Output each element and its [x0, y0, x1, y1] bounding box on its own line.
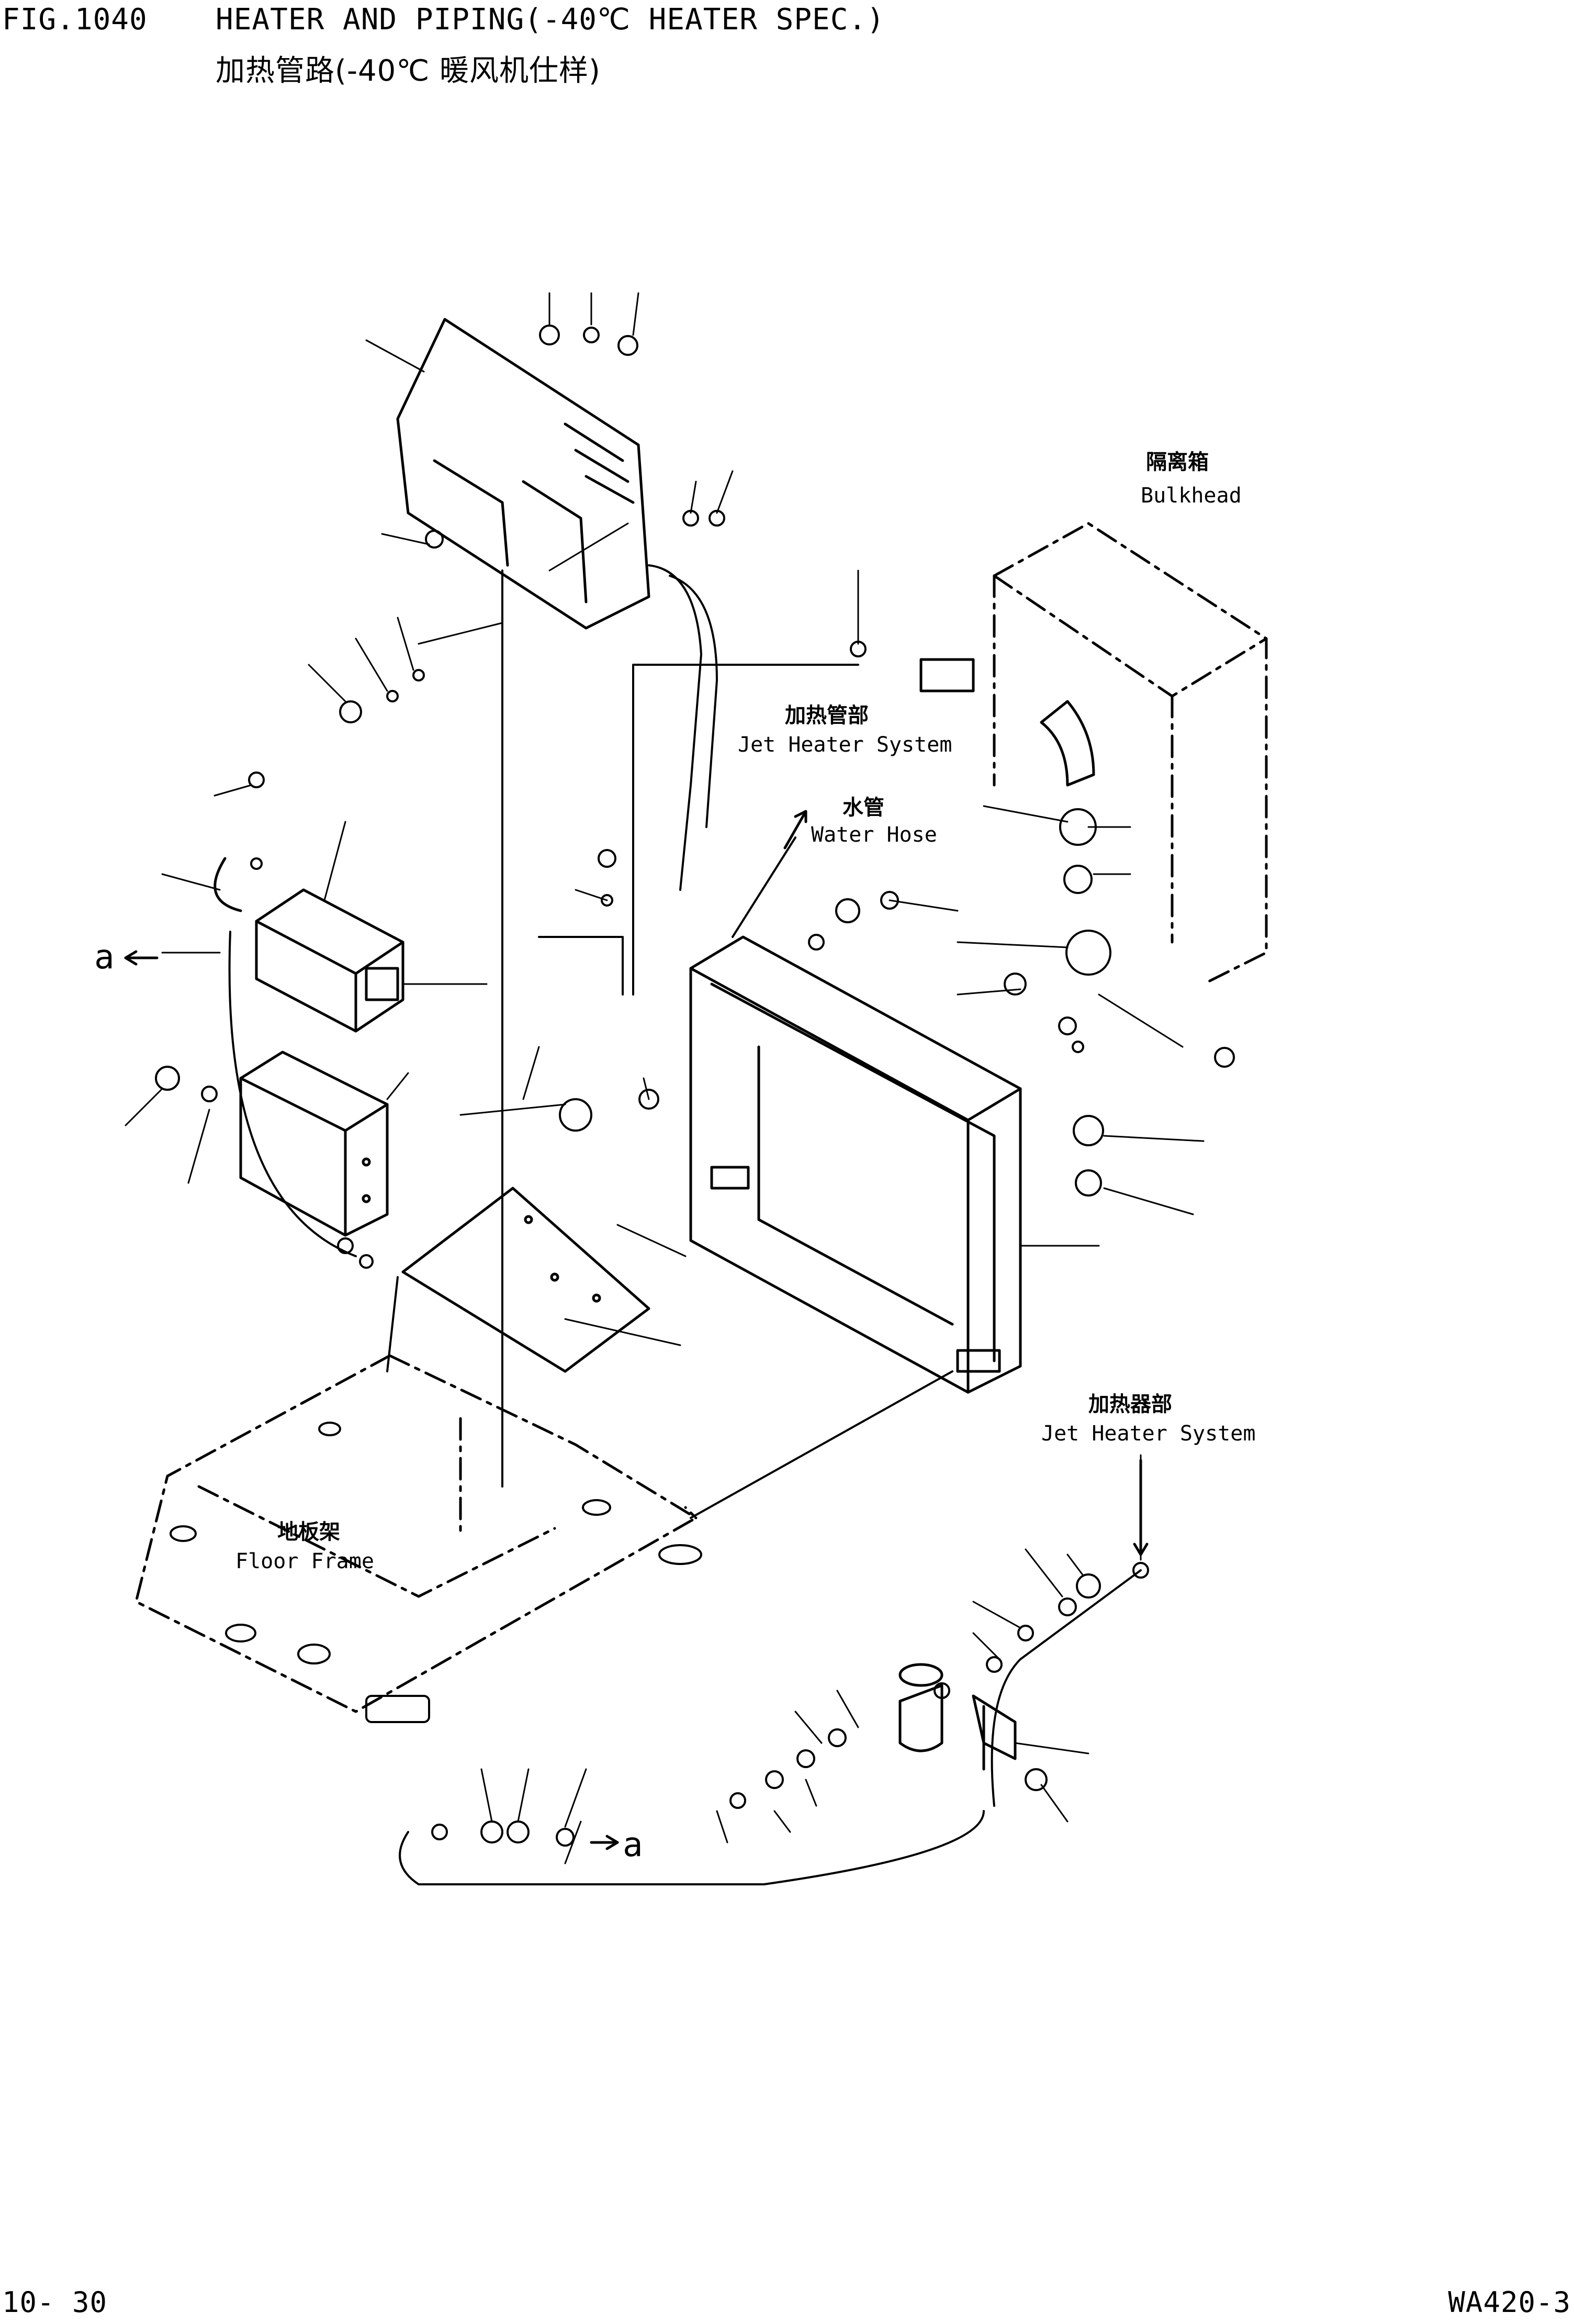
- bulkhead-label-zh: 隔离箱: [1146, 450, 1209, 474]
- hardware-parts: [155, 325, 1235, 1847]
- bulkhead-duct: [919, 658, 1095, 787]
- heater-core-frame: [689, 935, 1022, 1394]
- arrow-icon: [124, 810, 1149, 1850]
- bulkhead: [993, 522, 1268, 986]
- figure-number: FIG.1040: [2, 3, 148, 37]
- jet-heater-piping-label-en: Jet Heater System: [738, 733, 952, 757]
- water-hose-label-en: Water Hose: [811, 823, 937, 847]
- floor-frame: [134, 1354, 698, 1713]
- floor-frame-label-en: Floor Frame: [235, 1549, 374, 1573]
- reference-mark-a-left: a: [94, 938, 115, 977]
- floor-frame-label-zh: 地板架: [277, 1520, 340, 1544]
- air-duct-panel: [396, 318, 650, 630]
- leader-lines: [125, 292, 1205, 1864]
- water-hoses: [228, 564, 1142, 1885]
- battery-box: [239, 1051, 389, 1237]
- floor-plate: [401, 1187, 650, 1373]
- model-number: WA420-3: [1448, 2286, 1571, 2319]
- jet-heater-unit-label-zh: 加热器部: [1088, 1392, 1172, 1416]
- reference-mark-a-bottom: a: [623, 1826, 643, 1864]
- bulkhead-label-en: Bulkhead: [1141, 484, 1242, 508]
- jet-heater-unit-label-en: Jet Heater System: [1041, 1422, 1255, 1446]
- figure-title-english: HEATER AND PIPING(-40℃ HEATER SPEC.): [216, 3, 885, 37]
- jet-heater-piping-label-zh: 加热管部: [785, 703, 869, 728]
- page-number: 10- 30: [2, 2286, 108, 2319]
- water-hose-label-zh: 水管: [842, 796, 884, 820]
- figure-title-chinese: 加热管路(-40℃ 暖风机仕样): [216, 54, 601, 88]
- jet-heater-unit: [898, 1663, 1017, 1771]
- floor-frame-holes: [170, 1422, 702, 1723]
- heater-controller: [213, 857, 404, 1033]
